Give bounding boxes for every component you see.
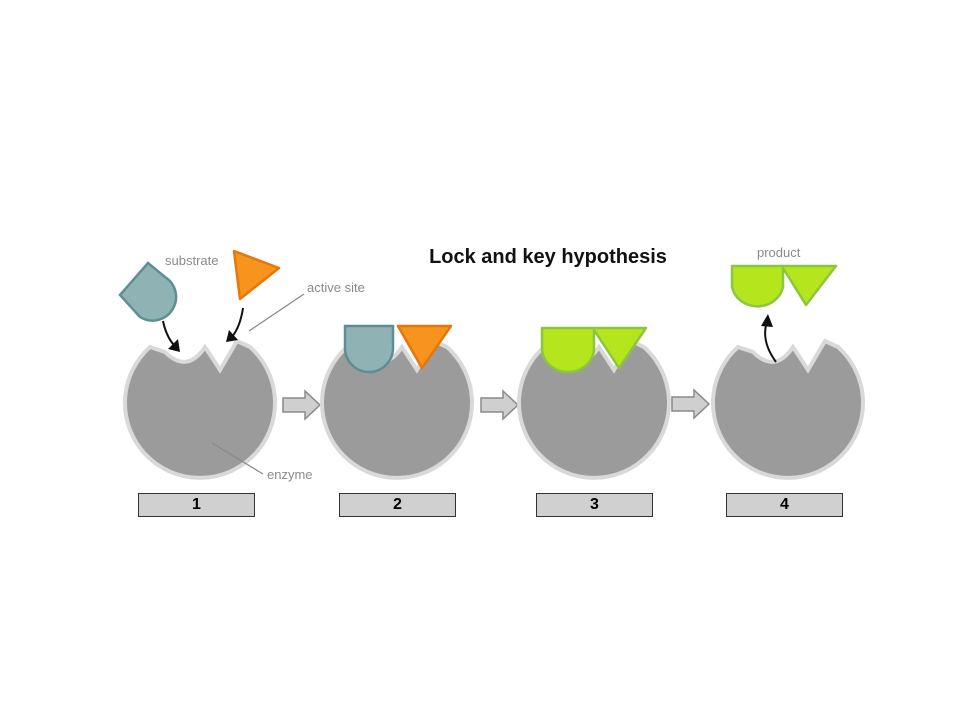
product-label: product <box>757 245 801 260</box>
substrate-triangle-shape <box>232 249 281 301</box>
stage-3 <box>517 326 671 480</box>
substrate-entry-arrow-right <box>230 307 244 339</box>
substrate-round-shape <box>118 261 178 322</box>
stage-4: product <box>711 245 865 480</box>
active-site-label: active site <box>307 280 365 295</box>
released-product <box>730 264 838 308</box>
bound-substrate-round <box>343 324 395 374</box>
enzyme-1 <box>123 339 277 480</box>
enzyme-label: enzyme <box>267 467 313 482</box>
enzyme-3 <box>517 339 671 480</box>
stage-1: substrate active site enzyme <box>118 249 365 482</box>
active-site-pointer <box>248 293 305 332</box>
step-label-4: 4 <box>726 493 843 517</box>
stage-arrow-icon <box>282 389 322 421</box>
arrow-head-icon <box>761 314 773 327</box>
arrow-head-icon <box>168 339 180 352</box>
product-release-arrow <box>764 324 777 363</box>
step-label-1: 1 <box>138 493 255 517</box>
stage-2 <box>320 324 474 480</box>
stage-arrow-icon <box>671 388 711 420</box>
substrate-label: substrate <box>165 253 218 268</box>
step-label-2: 2 <box>339 493 456 517</box>
stage-arrow-icon <box>480 389 520 421</box>
diagram-title: Lock and key hypothesis <box>429 246 667 268</box>
bound-substrate-triangle <box>396 324 453 370</box>
enzyme-4 <box>711 339 865 480</box>
enzyme-pointer <box>211 442 264 475</box>
arrow-head-icon <box>226 330 238 342</box>
enzyme-2 <box>320 339 474 480</box>
step-label-3: 3 <box>536 493 653 517</box>
bound-product <box>540 326 648 374</box>
